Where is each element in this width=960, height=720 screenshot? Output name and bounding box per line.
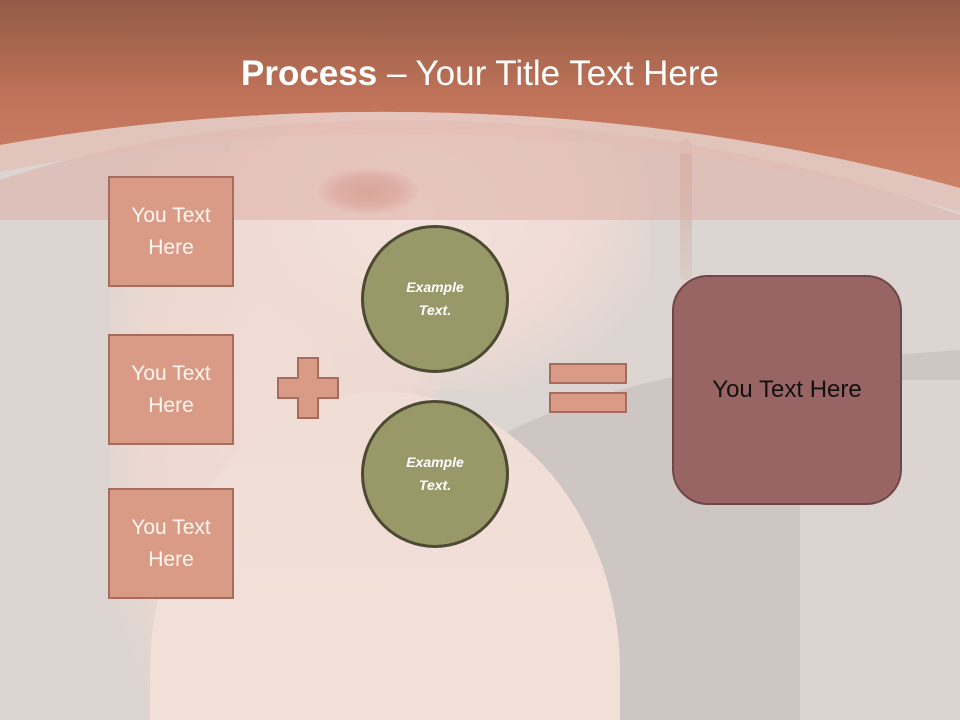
circle-label: Example Text. [406,279,464,318]
text-box-label: You Text Here [131,203,211,259]
text-box-label: You Text Here [131,515,211,571]
header-band [0,0,960,220]
page-title: Process – Your Title Text Here [0,52,960,96]
plus-icon [277,357,339,419]
title-bold: Process [241,54,378,93]
header-arc-shape [0,0,960,220]
text-box-3[interactable]: You Text Here [108,488,234,599]
result-label: You Text Here [712,376,862,403]
result-box[interactable]: You Text Here [672,275,902,505]
equals-bar-top [549,363,627,384]
text-box-label: You Text Here [131,361,211,417]
text-box-2[interactable]: You Text Here [108,334,234,445]
text-box-1[interactable]: You Text Here [108,176,234,287]
example-circle-2[interactable]: Example Text. [361,400,509,548]
title-rest: – Your Title Text Here [377,54,719,93]
equals-bar-bottom [549,392,627,413]
example-circle-1[interactable]: Example Text. [361,225,509,373]
circle-label: Example Text. [406,454,464,493]
